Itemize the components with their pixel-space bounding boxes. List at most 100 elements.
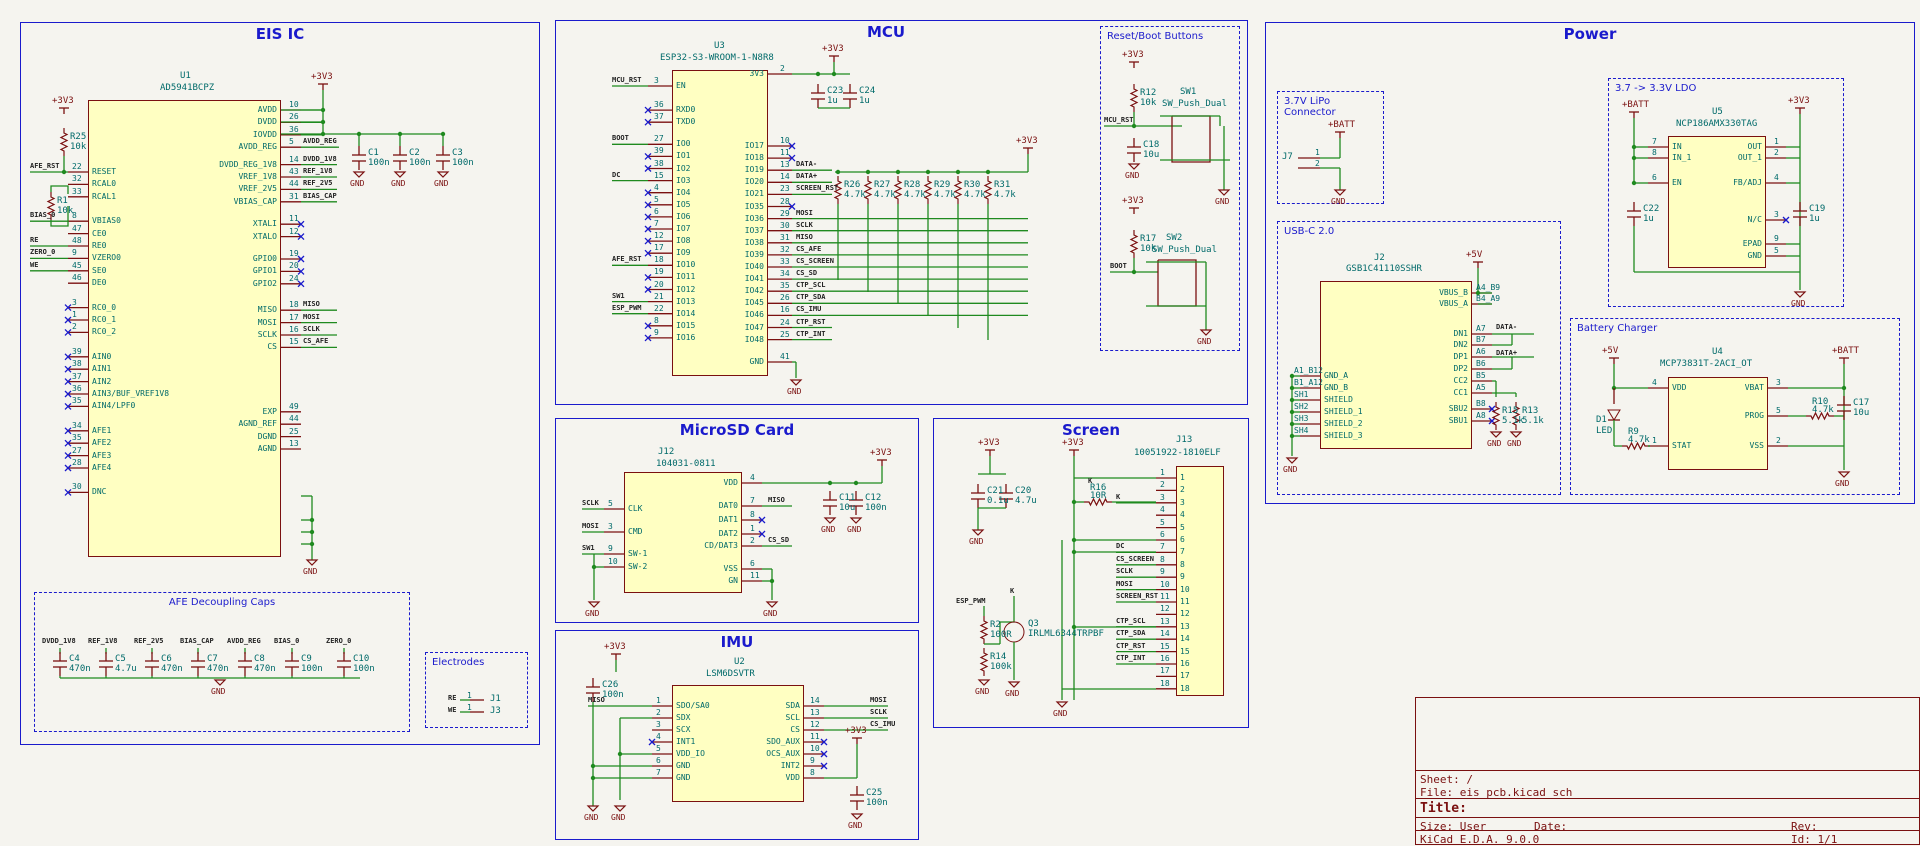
j13-value: 10051922-1810ELF <box>1134 448 1221 458</box>
j2-pin-num: SH4 <box>1294 426 1309 435</box>
u3-net-label: DATA- <box>796 160 818 169</box>
u5-pin-num: 5 <box>1774 246 1779 255</box>
no-connect-mark <box>820 762 828 770</box>
afe-cap-net: BIAS_CAP <box>180 637 214 645</box>
j2-pin-num: B1_A12 <box>1294 378 1323 387</box>
afe-cap-C4-ref: C4 <box>69 654 80 664</box>
u1-pin-num: 44 <box>289 179 299 189</box>
j12-pin-num: 3 <box>608 522 613 531</box>
u2-pin-num: 5 <box>656 744 661 753</box>
q3-ref: Q3 <box>1028 619 1039 629</box>
ground-symbol <box>971 529 985 536</box>
u1-pin-num: 19 <box>289 249 299 258</box>
j12-body[interactable] <box>624 472 742 593</box>
u2-body[interactable] <box>672 685 804 802</box>
sw2-value: SW_Push_Dual <box>1152 245 1218 255</box>
ground-symbol <box>1007 681 1021 688</box>
u1-body[interactable] <box>88 100 281 557</box>
u1-pin-num: 30 <box>72 482 82 492</box>
no-connect-mark <box>644 322 652 330</box>
j12-net-label: MISO <box>768 496 785 504</box>
wire <box>999 596 1015 644</box>
no-connect-mark <box>644 273 652 281</box>
u1-net-label: SCLK <box>303 325 320 333</box>
u3-pin-num: 29 <box>780 208 790 218</box>
r25-ref: R25 <box>70 132 87 142</box>
j2-data-plus: DATA+ <box>1496 349 1518 357</box>
resistor-symbol <box>1129 84 1139 112</box>
region-title-imu: IMU <box>720 633 754 651</box>
u2-pin-num: 13 <box>810 708 820 717</box>
ground-symbol <box>1793 291 1807 298</box>
reset-net-1: MCU_RST <box>1104 116 1134 124</box>
u4-body[interactable] <box>1668 377 1768 470</box>
j2-pin-name: SHIELD_1 <box>1324 407 1363 416</box>
u1-pin-num: 35 <box>72 396 82 406</box>
u1-ref: U1 <box>180 71 191 81</box>
u3-pin-name: IO14 <box>676 308 696 318</box>
u3-pin-name: IO4 <box>676 187 691 197</box>
u1-net-label: ZERO_0 <box>30 248 56 257</box>
u1-net-label: CS_AFE <box>303 337 329 346</box>
j13-net-label: MOSI <box>1116 579 1133 588</box>
j2-pin-num: B4_A9 <box>1476 294 1501 303</box>
u1-net-label: RE <box>30 236 39 244</box>
ground-symbol <box>352 171 366 178</box>
afe-cap-C4-value: 470n <box>69 664 91 674</box>
u5-pin-name: IN <box>1672 142 1682 151</box>
region-usbc: USB-C 2.0 <box>1277 221 1561 495</box>
junction-dot <box>617 751 623 757</box>
u1-pin-num: 48 <box>72 236 82 245</box>
junction-dot <box>1289 385 1295 391</box>
u3-value: ESP32-S3-WROOM-1-N8R8 <box>660 53 774 63</box>
ground-symbol <box>1837 471 1851 478</box>
j13-body[interactable] <box>1176 466 1224 696</box>
region-electrodes: Electrodes <box>425 652 528 728</box>
u1-pin-num: 3 <box>72 297 77 307</box>
u2-pin-name: OCS_AUX <box>766 749 800 758</box>
c17-value: 10u <box>1853 408 1870 418</box>
r13-gnd: GND <box>1507 439 1522 448</box>
ground-symbol <box>1055 701 1069 708</box>
j2-body[interactable] <box>1320 281 1472 449</box>
u2-pin-num: 10 <box>810 744 820 753</box>
r15-gnd: GND <box>1487 439 1502 448</box>
c25-ref: C25 <box>866 788 883 798</box>
u1-pin-name: DNC <box>92 487 107 497</box>
j13-pin-num: 13 <box>1160 616 1170 626</box>
u3-pin-num: 34 <box>780 269 790 279</box>
u1-pin-name: VBIAS0 <box>92 216 121 226</box>
j13-pin-label: 4 <box>1180 510 1185 520</box>
junction-dot <box>309 529 315 535</box>
j13-net-label: CTP_INT <box>1116 654 1146 662</box>
no-connect-mark <box>644 286 652 293</box>
u3-pin-num: 8 <box>654 315 659 325</box>
u5-body[interactable] <box>1668 136 1766 268</box>
ground-symbol <box>849 517 863 524</box>
u3-pin-num: 5 <box>654 194 659 204</box>
u1-net-label: AFE_RST <box>30 162 60 170</box>
u1-pin-num: 46 <box>72 273 82 283</box>
u3-pin-num: 39 <box>654 146 664 156</box>
u3-body[interactable] <box>672 70 768 376</box>
r12-3v3-flag: +3V3 <box>1122 50 1144 60</box>
pullup-R27-ref: R27 <box>874 180 891 190</box>
j12-ref: J12 <box>658 447 675 457</box>
junction-dot <box>591 564 597 570</box>
no-connect-mark <box>64 304 72 312</box>
u4-value: MCP73831T-2ACI_OT <box>1660 359 1753 369</box>
u1-pin-num: 1 <box>72 310 77 319</box>
j13-pin-label: 6 <box>1180 535 1185 544</box>
j13-pin-label: 2 <box>1180 485 1185 495</box>
no-connect-mark <box>820 750 828 758</box>
region-title-lipo: 3.7V LiPo Connector <box>1284 96 1336 118</box>
u2-pin-name: VDD_IO <box>676 749 705 758</box>
pullup-R27-value: 4.7k <box>874 190 896 200</box>
u1-pin-name: AGND_REF <box>238 419 277 429</box>
u1-pin-name: RCAL1 <box>92 191 117 201</box>
u4-pin-num: 1 <box>1652 436 1657 445</box>
u3-pin-num: 6 <box>654 206 659 216</box>
u1-pin-name: VREF_2V5 <box>238 184 277 194</box>
j13-pin-num: 5 <box>1160 517 1165 527</box>
u2-value: LSM6DSVTR <box>706 669 755 679</box>
